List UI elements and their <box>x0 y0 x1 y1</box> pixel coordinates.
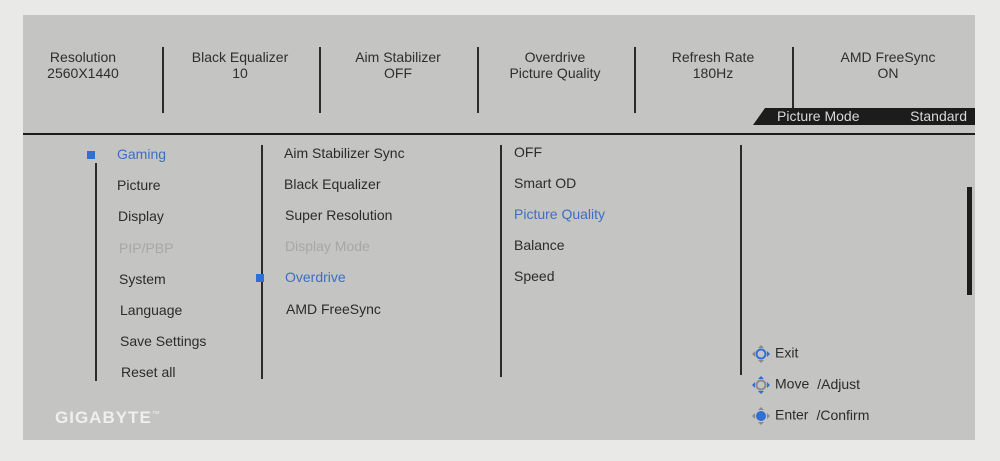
picture-mode-divider <box>23 125 975 135</box>
option-picture-quality[interactable]: Picture Quality <box>514 206 606 222</box>
menu-item-system[interactable]: System <box>119 271 166 287</box>
hint-move-adjust: Move/Adjust <box>751 375 860 395</box>
status-label: Aim Stabilizer <box>355 49 441 65</box>
status-label: Refresh Rate <box>671 49 755 65</box>
options-guide-line <box>500 145 502 377</box>
hint-enter-label: Enter <box>775 406 809 423</box>
hint-exit-label: Exit <box>775 344 799 361</box>
hint-enter-confirm: Enter/Confirm <box>751 406 869 426</box>
picture-mode-tab: Picture Mode Standard <box>753 108 975 125</box>
status-value: 180Hz <box>692 65 734 81</box>
menu-item-language[interactable]: Language <box>120 302 183 318</box>
status-bar: Resolution 2560X1440 Black Equalizer 10 … <box>23 27 975 113</box>
submenu-item-black-equalizer[interactable]: Black Equalizer <box>284 176 381 192</box>
submenu-item-overdrive[interactable]: Overdrive <box>285 269 346 285</box>
status-label: AMD FreeSync <box>840 49 936 65</box>
osd-panel: Resolution 2560X1440 Black Equalizer 10 … <box>23 15 975 440</box>
status-value: ON <box>877 65 899 81</box>
submenu-item-super-resolution[interactable]: Super Resolution <box>285 207 393 223</box>
status-divider <box>792 47 794 113</box>
status-value: Picture Quality <box>509 65 601 81</box>
option-speed[interactable]: Speed <box>514 268 555 284</box>
main-menu-guide-line <box>95 163 97 381</box>
status-overdrive: Overdrive Picture Quality <box>485 49 625 81</box>
status-divider <box>319 47 321 113</box>
brand-text: GIGABYTE <box>55 408 152 427</box>
sub-menu-selection-marker <box>256 274 264 282</box>
picture-mode-label: Picture Mode <box>777 108 860 124</box>
option-smart-od[interactable]: Smart OD <box>514 175 577 191</box>
joystick-icon <box>752 376 770 394</box>
sub-menu-guide-line <box>261 145 263 379</box>
joystick-icon <box>752 407 770 425</box>
picture-mode-value: Standard <box>910 108 967 124</box>
option-off[interactable]: OFF <box>514 144 542 160</box>
status-label: Black Equalizer <box>191 49 289 65</box>
status-label: Overdrive <box>524 49 586 65</box>
hint-move-label: Move <box>775 375 810 392</box>
menu-item-save-settings[interactable]: Save Settings <box>120 333 207 349</box>
menu-item-gaming[interactable]: Gaming <box>117 146 167 162</box>
submenu-item-aim-stabilizer-sync[interactable]: Aim Stabilizer Sync <box>284 145 405 161</box>
status-aim-stabilizer: Aim Stabilizer OFF <box>328 49 468 81</box>
menu-item-reset-all[interactable]: Reset all <box>121 364 176 380</box>
status-black-equalizer: Black Equalizer 10 <box>170 49 310 81</box>
status-refresh-rate: Refresh Rate 180Hz <box>643 49 783 81</box>
menu-item-display[interactable]: Display <box>118 208 164 224</box>
menu-item-picture[interactable]: Picture <box>117 177 161 193</box>
scrollbar[interactable] <box>967 187 972 295</box>
submenu-item-display-mode: Display Mode <box>285 238 370 254</box>
submenu-item-amd-freesync[interactable]: AMD FreeSync <box>286 301 381 317</box>
status-divider <box>477 47 479 113</box>
option-balance[interactable]: Balance <box>514 237 565 253</box>
status-label: Resolution <box>49 49 117 65</box>
status-value: OFF <box>384 65 412 81</box>
hint-adjust-label: /Adjust <box>817 375 861 392</box>
joystick-icon <box>752 345 770 363</box>
main-menu-selection-marker <box>87 151 95 159</box>
status-value: 2560X1440 <box>47 65 119 81</box>
status-resolution: Resolution 2560X1440 <box>13 49 153 81</box>
gigabyte-logo: GIGABYTE™ <box>55 408 161 428</box>
status-amd-freesync: AMD FreeSync ON <box>818 49 958 81</box>
status-divider <box>162 47 164 113</box>
hint-exit: Exit <box>751 344 798 364</box>
menu-item-pip-pbp: PIP/PBP <box>119 240 174 256</box>
trademark-mark: ™ <box>151 409 161 419</box>
status-value: 10 <box>232 65 248 81</box>
status-divider <box>634 47 636 113</box>
hint-confirm-label: /Confirm <box>816 406 870 423</box>
options-right-divider <box>740 145 742 375</box>
